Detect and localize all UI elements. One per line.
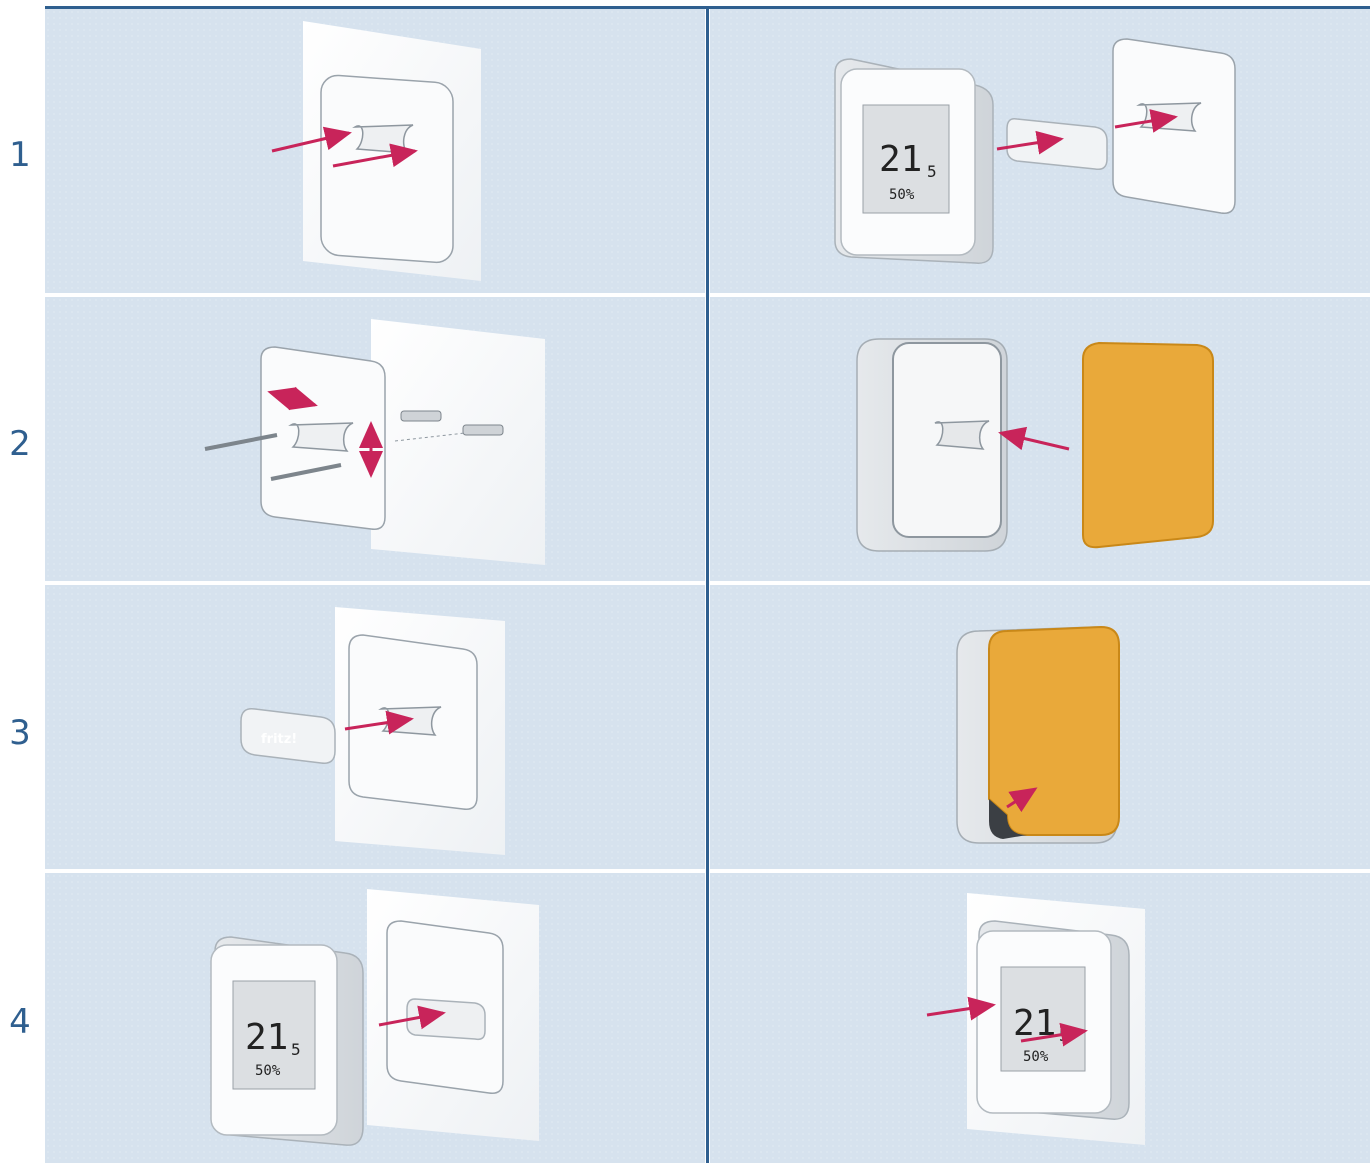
thermostat-display [232, 980, 316, 1090]
thermostat-display [862, 104, 950, 214]
arrow-icon [271, 126, 352, 153]
temperature-decimal: 5 [291, 1040, 301, 1059]
brand-label: fritz! [261, 732, 297, 747]
illustrations: 21 5 50% [204, 21, 1236, 1146]
step4-right-illustration: 21 5 50% [926, 893, 1145, 1145]
screw-icon [204, 433, 278, 451]
arrow-icon [332, 143, 418, 168]
step3-left-illustration: fritz! [240, 607, 505, 855]
temperature-main: 21 [879, 139, 922, 180]
arrow-icon [344, 710, 414, 735]
step1-left-illustration [271, 21, 481, 281]
arrow-icon [1020, 1022, 1088, 1047]
peeled-liner [989, 799, 1027, 839]
back-slot [934, 420, 990, 450]
adhesive-pad [1082, 341, 1214, 549]
step1-right-illustration: 21 5 50% [834, 38, 1236, 264]
arrow-icon [1006, 787, 1038, 813]
plate-slot [354, 124, 414, 154]
humidity-value: 50% [255, 1063, 281, 1079]
step2-right-illustration [856, 338, 1214, 552]
arrow-icon [378, 1005, 446, 1030]
arrow-icon [1114, 109, 1178, 133]
humidity-value: 50% [1023, 1049, 1049, 1065]
panel-2-right [710, 297, 1370, 581]
thermostat-display [1000, 966, 1086, 1072]
instruction-grid: 21 5 50% [45, 6, 1370, 1163]
step-number-4: 4 [9, 1002, 31, 1042]
dowel-icon [462, 424, 504, 436]
column-divider [706, 9, 709, 1163]
temperature-decimal: 5 [927, 162, 937, 181]
step2-left-illustration [204, 319, 545, 565]
step-number-1: 1 [9, 135, 31, 175]
dowel-icon [400, 410, 442, 422]
wall-sheet [371, 319, 545, 565]
step3-right-illustration [956, 625, 1120, 844]
plate-slot [288, 422, 354, 452]
arrow-icon [998, 426, 1070, 451]
battery-module [406, 998, 486, 1041]
temperature-main: 21 [245, 1017, 288, 1058]
screw-icon [270, 463, 342, 481]
adhesive-pad [988, 625, 1120, 836]
arrow-icon [996, 130, 1064, 155]
step4-left-illustration: 21 5 50% [210, 889, 539, 1146]
step-number-2: 2 [9, 424, 31, 464]
humidity-value: 50% [889, 187, 915, 203]
step-number-3: 3 [9, 713, 31, 753]
wall-plate [320, 74, 454, 264]
adjust-arrow-icon [267, 386, 318, 411]
battery-module [240, 708, 336, 764]
arrow-icon [926, 996, 996, 1021]
panel-1-right [710, 9, 1370, 293]
